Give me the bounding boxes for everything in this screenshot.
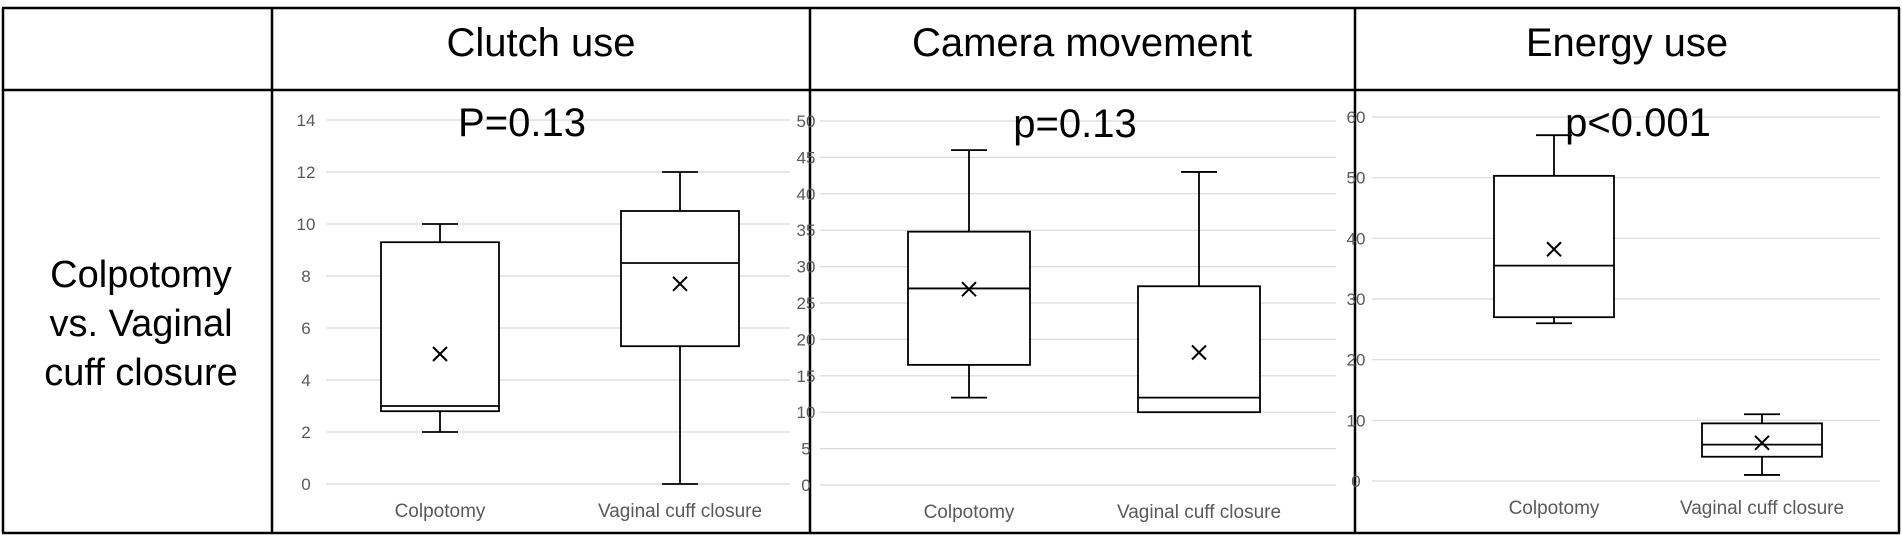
row-label-line-2: vs. Vaginal bbox=[49, 303, 232, 345]
y-tick-label: 6 bbox=[301, 319, 310, 338]
y-tick-label: 0 bbox=[801, 476, 810, 495]
interquartile-box bbox=[1493, 174, 1615, 319]
interquartile-box bbox=[1701, 422, 1823, 458]
y-tick-label: 20 bbox=[797, 330, 816, 349]
y-tick-label: 50 bbox=[1347, 169, 1366, 188]
mean-marker-stroke bbox=[432, 346, 448, 362]
mean-marker-stroke bbox=[1546, 241, 1562, 257]
x-category-label: Colpotomy bbox=[1509, 498, 1600, 519]
row-label-line-3: cuff closure bbox=[44, 352, 238, 394]
mean-marker bbox=[672, 276, 688, 292]
p-value-annotation: p<0.001 bbox=[1565, 101, 1711, 145]
mean-marker bbox=[432, 346, 448, 362]
y-tick-label: 60 bbox=[1347, 108, 1366, 127]
header-camera-movement: Camera movement bbox=[912, 21, 1252, 65]
y-tick-label: 15 bbox=[797, 367, 816, 386]
x-category-label: Vaginal cuff closure bbox=[598, 501, 762, 522]
box-plot-colpotomy bbox=[380, 223, 500, 433]
p-value-annotation: P=0.13 bbox=[458, 101, 586, 145]
x-category-label: Colpotomy bbox=[395, 501, 486, 522]
header-energy-use: Energy use bbox=[1526, 21, 1728, 65]
box-plot-vaginal-cuff-closure bbox=[620, 171, 740, 485]
y-tick-label: 10 bbox=[297, 215, 316, 234]
y-tick-label: 8 bbox=[301, 267, 310, 286]
y-tick-label: 14 bbox=[297, 111, 316, 130]
y-tick-label: 40 bbox=[797, 185, 816, 204]
interquartile-box bbox=[1137, 285, 1261, 414]
box-plot-colpotomy bbox=[1493, 134, 1615, 325]
box-plot-vaginal-cuff-closure bbox=[1701, 413, 1823, 476]
row-label: Colpotomy vs. Vaginal cuff closure bbox=[44, 254, 238, 394]
y-tick-label: 45 bbox=[797, 148, 816, 167]
interquartile-box bbox=[620, 210, 740, 348]
mean-marker-stroke bbox=[1754, 435, 1770, 451]
y-tick-label: 0 bbox=[301, 475, 310, 494]
y-tick-label: 25 bbox=[797, 294, 816, 313]
y-tick-label: 50 bbox=[797, 112, 816, 131]
mean-marker-stroke bbox=[961, 281, 977, 297]
y-tick-label: 0 bbox=[1351, 472, 1360, 491]
box-plot-vaginal-cuff-closure bbox=[1137, 171, 1261, 414]
mean-marker bbox=[961, 281, 977, 297]
y-tick-label: 4 bbox=[301, 371, 310, 390]
box-plot-colpotomy bbox=[907, 149, 1031, 399]
y-tick-label: 35 bbox=[797, 221, 816, 240]
mean-marker bbox=[1754, 435, 1770, 451]
interquartile-box bbox=[380, 241, 500, 413]
y-tick-label: 40 bbox=[1347, 229, 1366, 248]
mean-marker-stroke bbox=[672, 276, 688, 292]
x-category-label: Vaginal cuff closure bbox=[1117, 502, 1281, 523]
x-category-label: Colpotomy bbox=[924, 502, 1015, 523]
interquartile-box bbox=[907, 230, 1031, 366]
y-tick-label: 10 bbox=[797, 403, 816, 422]
mean-marker bbox=[1546, 241, 1562, 257]
y-tick-label: 30 bbox=[797, 258, 816, 277]
mean-marker-stroke bbox=[1191, 344, 1207, 361]
x-category-label: Vaginal cuff closure bbox=[1680, 498, 1844, 519]
y-tick-label: 5 bbox=[801, 440, 810, 459]
y-tick-label: 10 bbox=[1347, 411, 1366, 430]
y-tick-label: 20 bbox=[1347, 351, 1366, 370]
row-label-line-1: Colpotomy bbox=[50, 254, 232, 296]
y-tick-label: 12 bbox=[297, 163, 316, 182]
mean-marker bbox=[1191, 344, 1207, 361]
y-tick-label: 2 bbox=[301, 423, 310, 442]
header-clutch-use: Clutch use bbox=[447, 21, 636, 65]
p-value-annotation: p=0.13 bbox=[1013, 102, 1136, 146]
y-tick-label: 30 bbox=[1347, 290, 1366, 309]
table-grid bbox=[1, 6, 1901, 535]
